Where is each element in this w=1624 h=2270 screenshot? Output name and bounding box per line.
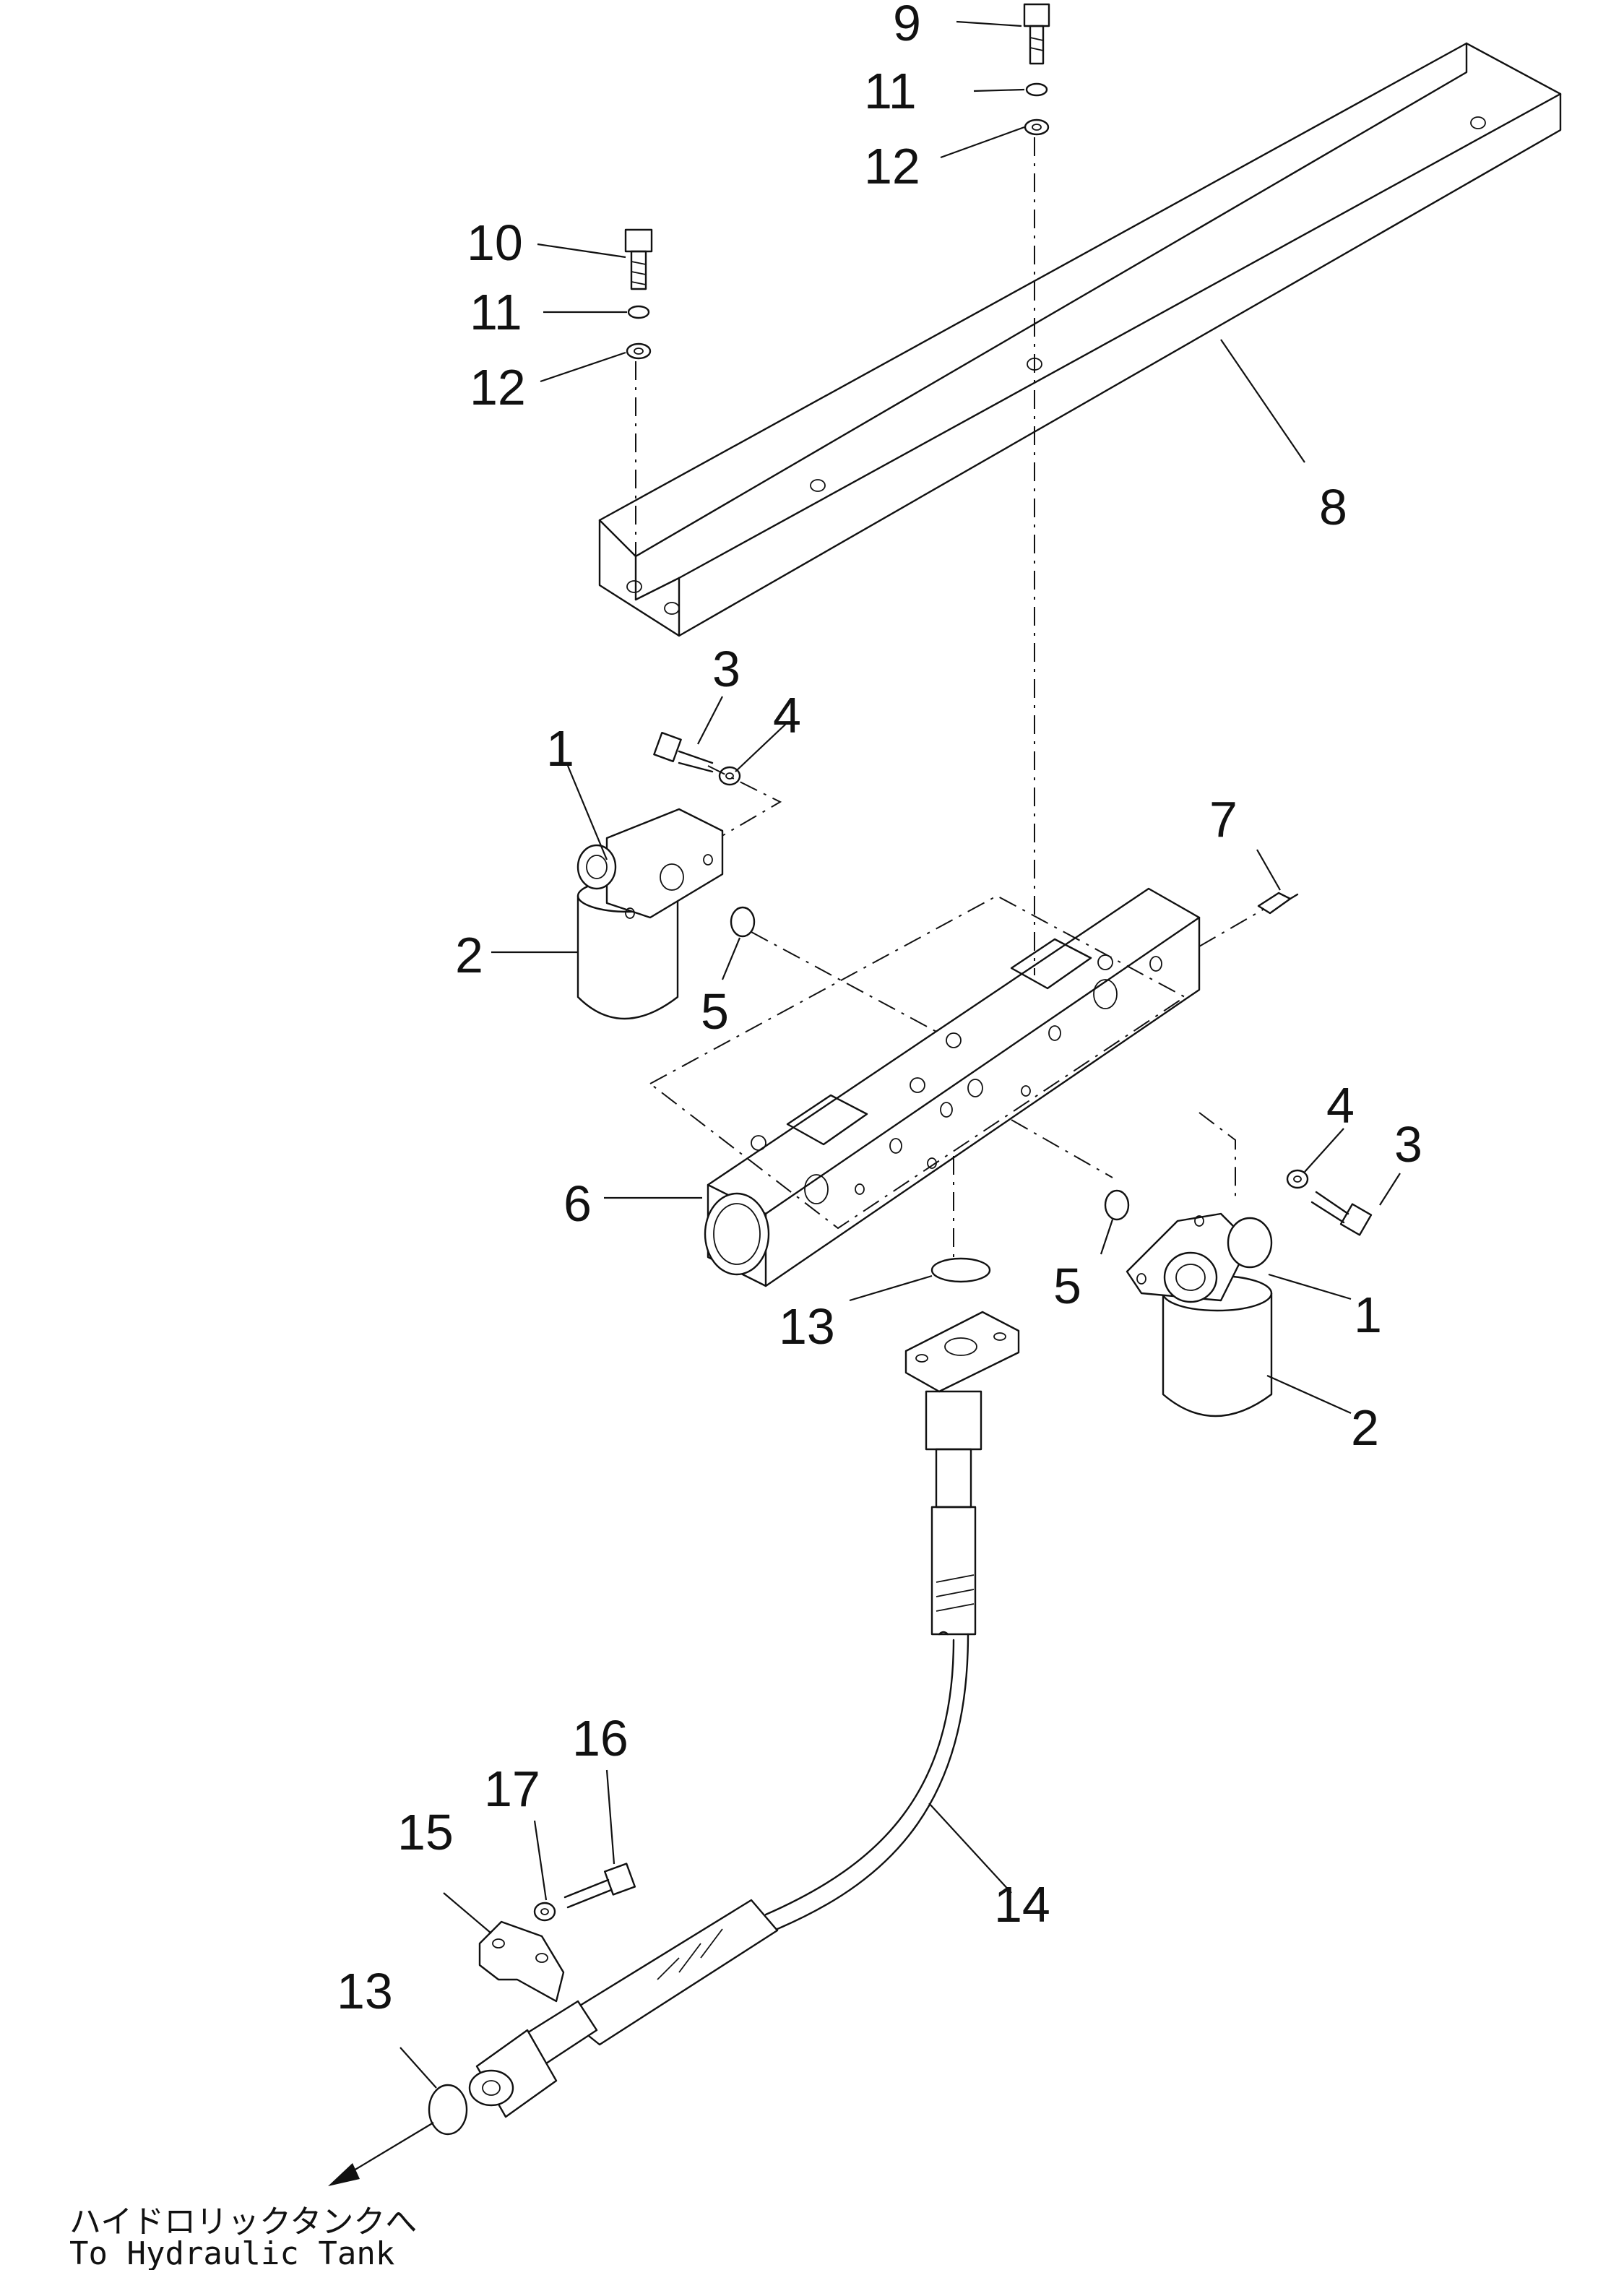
callout-4-left: 4: [773, 687, 801, 743]
callout-5-right: 5: [1053, 1258, 1081, 1314]
callout-8: 8: [1319, 479, 1347, 535]
o-ring-13-bottom: [428, 2084, 468, 2136]
callout-1-left: 1: [546, 720, 574, 777]
callout-4-right: 4: [1326, 1077, 1355, 1134]
o-ring-right: [1104, 1189, 1130, 1221]
destination-note: ハイドロリックタンクへ To Hydraulic Tank: [69, 2204, 417, 2270]
callout-9: 9: [893, 0, 921, 51]
flow-arrow-to-tank: [328, 2122, 434, 2186]
callout-6: 6: [563, 1175, 592, 1232]
o-ring-13-top: [930, 1257, 991, 1283]
o-ring-left: [730, 906, 756, 938]
split-flange-clamp: [478, 1863, 636, 2003]
bolt-stack-left: [624, 228, 653, 578]
callout-1-right: 1: [1354, 1287, 1382, 1343]
callout-numbers: 9 11 12 10 11 12 8 3 4 1 7 2 5 4 3 6 5 1…: [337, 0, 1422, 2019]
callout-13-bottom: 13: [337, 1963, 393, 2019]
callout-12-left: 12: [470, 359, 526, 415]
plug: [1257, 892, 1299, 915]
callout-7: 7: [1209, 791, 1238, 847]
bolt-stack-right: [1023, 3, 1050, 975]
callout-14: 14: [994, 1876, 1050, 1933]
callout-10: 10: [467, 215, 523, 271]
callout-3-right: 3: [1394, 1116, 1422, 1173]
callout-2-left: 2: [455, 927, 483, 983]
callout-15: 15: [397, 1804, 454, 1860]
filter-right: [1126, 1169, 1373, 1417]
leader-lines: [399, 20, 1401, 2089]
callout-5-left: 5: [701, 983, 729, 1040]
callout-3-left: 3: [712, 641, 740, 697]
callout-17: 17: [484, 1761, 540, 1817]
callout-2-right: 2: [1351, 1399, 1379, 1456]
callout-12-top: 12: [864, 138, 920, 194]
hose: [468, 1311, 1020, 2118]
destination-note-english: To Hydraulic Tank: [69, 2235, 394, 2270]
filter-left: [576, 731, 741, 1020]
callout-13-top: 13: [779, 1298, 835, 1355]
manifold-block: [704, 887, 1201, 1287]
destination-note-japanese: ハイドロリックタンクへ: [69, 2204, 417, 2240]
callout-16: 16: [572, 1710, 629, 1766]
callout-11-top: 11: [864, 63, 917, 119]
callout-11-left: 11: [470, 284, 522, 340]
channel-bracket: [598, 42, 1562, 637]
assembly-lines: [649, 765, 1265, 1257]
